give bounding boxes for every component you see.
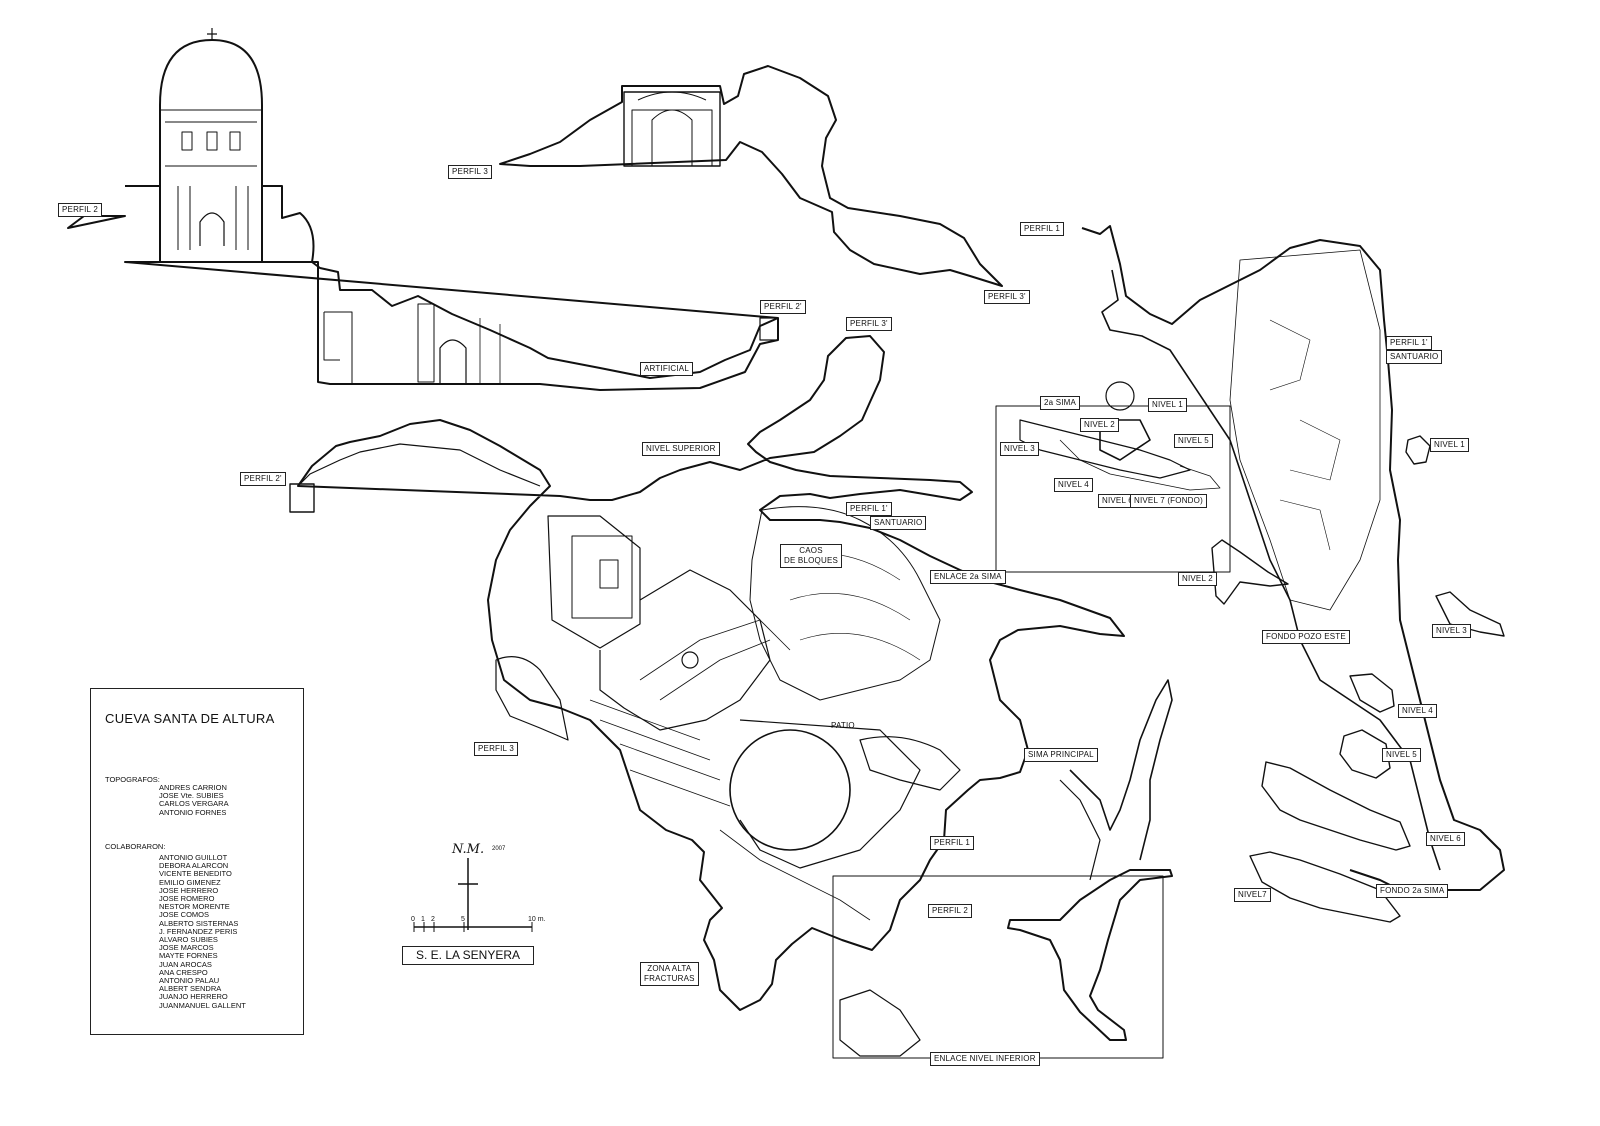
collaborator-name: J. FERNANDEZ PERIS: [159, 926, 238, 936]
label-perfil-2-prime-top: PERFIL 2': [760, 300, 806, 314]
collaborator-name: ANTONIO GUILLOT: [159, 853, 228, 862]
collaborators-list: ANTONIO GUILLOT DEBORA ALARCON VICENTE B…: [159, 853, 246, 1010]
collaborator-name: ALVARO SUBIES: [159, 935, 218, 945]
collaborator-name: JOSE ROMERO: [159, 894, 215, 904]
lower-passage: [832, 679, 1173, 1059]
second-sima-inset: [995, 381, 1231, 573]
label-nivel-7-fondo: NIVEL 7 (FONDO): [1130, 494, 1207, 508]
collaborator-name: JUAN AROCAS: [159, 959, 212, 969]
label-nivel-4: NIVEL 4: [1398, 704, 1437, 718]
collaborator-name: ALBERT SENDRA: [159, 984, 222, 994]
collaborator-name: JOSE HERRERO: [159, 885, 219, 895]
label-nivel-5: NIVEL 5: [1382, 748, 1421, 762]
profile-1-prime: [1081, 225, 1505, 891]
scale-bar: [413, 858, 533, 932]
label-nivel-7: NIVEL7: [1234, 888, 1271, 902]
collaborator-name: JOSE COMOS: [159, 910, 210, 920]
label-nivel-4-small: NIVEL 4: [1054, 478, 1093, 492]
collaborators-heading: COLABORARON:: [105, 842, 166, 851]
collaborator-name: MAYTE FORNES: [159, 951, 218, 961]
label-santuario-right: SANTUARIO: [1386, 350, 1443, 364]
legend-box: CUEVA SANTA DE ALTURA TOPOGRAFOS: ANDRES…: [90, 688, 304, 1035]
label-artificial: ARTIFICIAL: [640, 362, 693, 376]
profile-3-section: [499, 65, 1003, 287]
label-nivel-5-small: NIVEL 5: [1174, 434, 1213, 448]
collaborator-name: ALBERTO SISTERNAS: [159, 918, 239, 928]
label-perfil-3-top: PERFIL 3: [448, 165, 492, 179]
legend-title: CUEVA SANTA DE ALTURA: [105, 711, 275, 726]
label-perfil-2-prime-plan: PERFIL 2': [240, 472, 286, 486]
label-enlace-2a-sima: ENLACE 2a SIMA: [930, 570, 1006, 584]
label-perfil-2-top: PERFIL 2: [58, 203, 102, 217]
label-nivel-2: NIVEL 2: [1178, 572, 1217, 586]
scale-tick-label: 10 m.: [528, 916, 546, 923]
label-zona-alta-fracturas: ZONA ALTA FRACTURAS: [640, 962, 699, 986]
collaborator-name: ANA CRESPO: [159, 967, 208, 977]
label-perfil-1-prime-right: PERFIL 1': [1386, 336, 1432, 350]
label-perfil-1-prime-plan: PERFIL 1': [846, 502, 892, 516]
collaborator-name: JUANJO HERRERO: [159, 992, 228, 1002]
label-perfil-3-plan: PERFIL 3: [474, 742, 518, 756]
collaborator-name: JOSE MARCOS: [159, 943, 214, 953]
label-enlace-nivel-inferior: ENLACE NIVEL INFERIOR: [930, 1052, 1040, 1066]
label-nivel-superior: NIVEL SUPERIOR: [642, 442, 720, 456]
club-name: S. E. LA SENYERA: [402, 946, 534, 965]
label-nivel-1-small: NIVEL 1: [1148, 398, 1187, 412]
scale-tick-label: 5: [461, 916, 465, 923]
label-sima-principal: SIMA PRINCIPAL: [1024, 748, 1098, 762]
collaborator-name: NESTOR MORENTE: [159, 902, 230, 912]
topographer-name: ANTONIO FORNES: [159, 807, 227, 817]
scale-tick-label: 2: [431, 916, 435, 923]
topographer-name: CARLOS VERGARA: [159, 799, 229, 809]
topographer-name: JOSE Vte. SUBIES: [159, 791, 224, 801]
topographers-heading: TOPOGRAFOS:: [105, 775, 160, 784]
label-nivel-1: NIVEL 1: [1430, 438, 1469, 452]
label-nivel-3: NIVEL 3: [1432, 624, 1471, 638]
collaborator-name: EMILIO GIMENEZ: [159, 877, 221, 887]
topographers-list: ANDRES CARRION JOSE Vte. SUBIES CARLOS V…: [159, 783, 229, 817]
label-perfil-1-top: PERFIL 1: [1020, 222, 1064, 236]
collaborator-name: ANTONIO PALAU: [159, 976, 220, 986]
collaborator-name: VICENTE BENEDITO: [159, 869, 232, 879]
label-fondo-pozo-este: FONDO POZO ESTE: [1262, 630, 1350, 644]
label-2a-sima: 2a SIMA: [1040, 396, 1081, 410]
north-arrow-icon: [458, 858, 478, 930]
profile-2-section: [67, 28, 779, 391]
scale-tick-label: 0: [411, 916, 415, 923]
author-signature: N.M.: [452, 842, 485, 857]
scale-tick-label: 1: [421, 916, 425, 923]
label-perfil-1-plan: PERFIL 1: [930, 836, 974, 850]
topographer-name: ANDRES CARRION: [159, 783, 227, 792]
label-santuario-plan: SANTUARIO: [870, 516, 927, 530]
label-perfil-3-prime-plan: PERFIL 3': [846, 317, 892, 331]
label-caos-de-bloques: CAOS DE BLOQUES: [780, 544, 843, 568]
label-patio: PATIO: [831, 721, 855, 730]
collaborator-name: DEBORA ALARCON: [159, 861, 229, 871]
label-fondo-2a-sima: FONDO 2a SIMA: [1376, 884, 1449, 898]
main-plan: [289, 335, 1125, 1011]
label-perfil-3-right: PERFIL 3': [984, 290, 1030, 304]
label-nivel-2-small: NIVEL 2: [1080, 418, 1119, 432]
label-nivel-3-small: NIVEL 3: [1000, 442, 1039, 456]
level-pieces: [1211, 435, 1505, 923]
label-perfil-2-plan: PERFIL 2: [928, 904, 972, 918]
signature-year: 2007: [492, 846, 506, 852]
collaborator-name: JUANMANUEL GALLENT: [159, 1000, 246, 1010]
label-nivel-6: NIVEL 6: [1426, 832, 1465, 846]
